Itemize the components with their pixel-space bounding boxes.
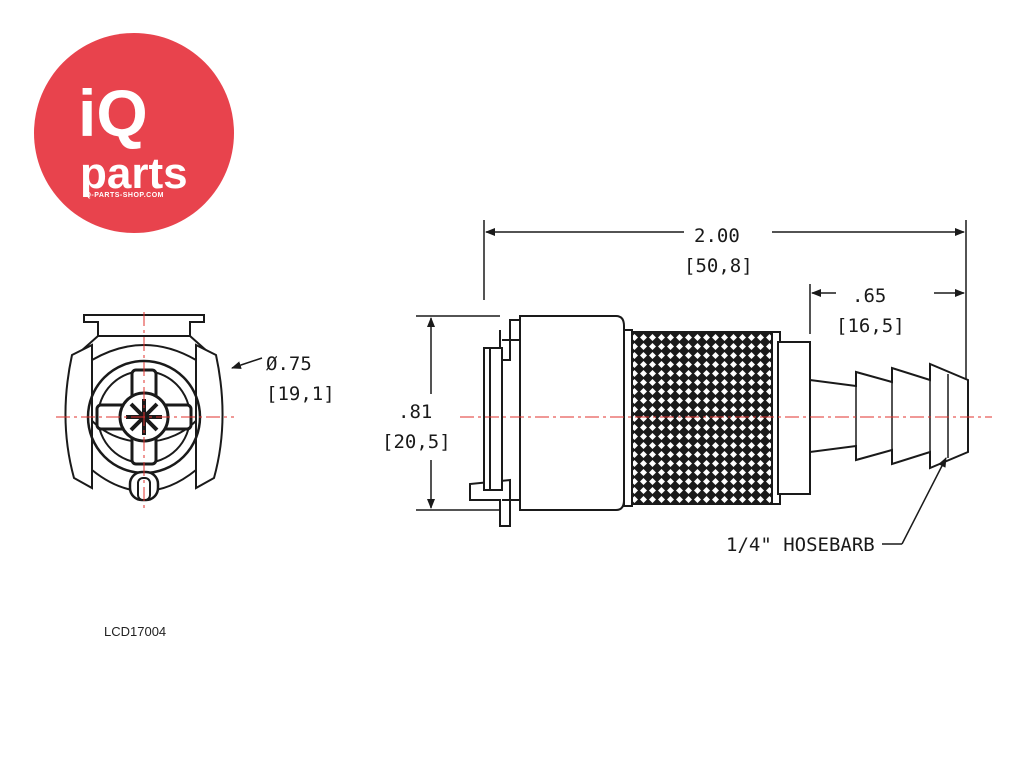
part-code: LCD17004	[104, 624, 167, 639]
diameter-inch: Ø.75	[266, 353, 312, 375]
overall-length-dimension	[483, 220, 967, 380]
front-inner-cavity	[91, 344, 197, 492]
logo-circle	[34, 33, 234, 233]
logo-brand-sub: parts	[80, 149, 188, 198]
logo-brand-main: iQ	[78, 76, 148, 150]
side-front-cap	[483, 347, 503, 491]
side-latch-bottom	[469, 478, 511, 527]
hosebarb-leader	[882, 457, 947, 545]
height-inch: .81	[398, 401, 432, 423]
side-knurled-grip	[629, 331, 775, 505]
barb-length-inch: .65	[852, 285, 886, 307]
barb-length-dimension	[809, 284, 965, 334]
diameter-mm: [19,1]	[266, 383, 335, 405]
side-view	[469, 315, 969, 527]
side-collar	[777, 341, 811, 495]
side-main-body	[519, 315, 625, 511]
front-wing-left	[64, 343, 93, 490]
height-dimension	[416, 315, 500, 511]
logo-url: IQ-PARTS-SHOP.COM	[83, 192, 164, 199]
iq-parts-logo: iQ parts IQ-PARTS-SHOP.COM	[34, 33, 234, 233]
side-hose-barb	[809, 362, 969, 470]
barb-length-mm: [16,5]	[836, 315, 905, 337]
hosebarb-label: 1/4" HOSEBARB	[726, 534, 875, 556]
front-centerlines	[56, 312, 234, 508]
overall-length-mm: [50,8]	[684, 255, 753, 277]
height-mm: [20,5]	[382, 431, 451, 453]
diameter-leader	[231, 357, 263, 369]
overall-length-inch: 2.00	[694, 225, 740, 247]
